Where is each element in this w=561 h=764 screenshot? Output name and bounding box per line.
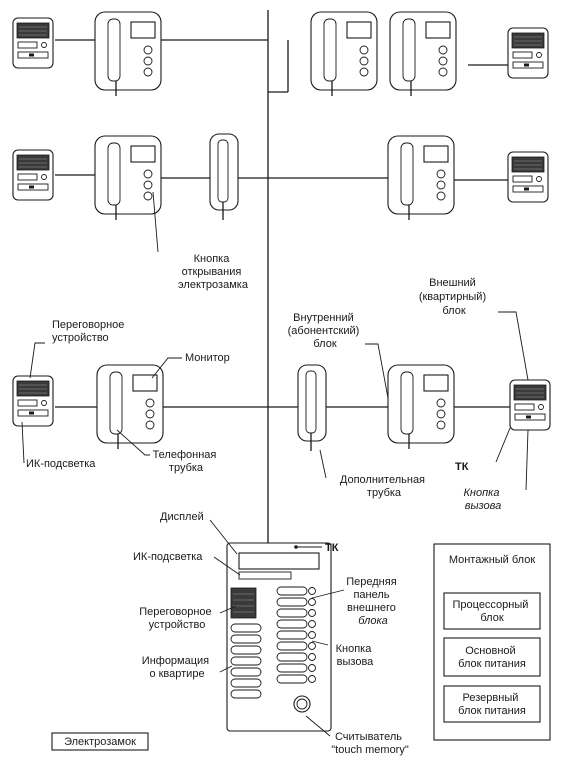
label-panel-call-button: Кнопка вызова xyxy=(336,643,375,668)
mounting-processor: Процессорный блок xyxy=(453,599,532,624)
label-display: Дисплей xyxy=(160,511,204,523)
indoor-monitor xyxy=(387,364,455,450)
label-extra-handset: Дополнительная трубка xyxy=(340,474,428,499)
label-external-unit: Внешний (квартирный) блок xyxy=(419,277,489,317)
front-panel xyxy=(226,542,332,732)
mounting-main-power: Основной блок питания xyxy=(458,645,526,670)
outdoor-unit xyxy=(12,17,54,69)
label-panel-ir-light: ИК-подсветка xyxy=(133,551,203,563)
label-panel-intercom: Переговорное устройство xyxy=(139,606,214,631)
label-tk: ТК xyxy=(455,461,469,473)
indoor-monitor xyxy=(96,364,164,450)
label-front-panel: Передняя панель внешнего блока xyxy=(346,576,400,627)
label-door-open-button: Кнопка открывания электрозамка xyxy=(178,253,249,291)
label-lock: Электрозамок xyxy=(64,736,136,748)
outdoor-unit xyxy=(12,149,54,201)
outdoor-unit xyxy=(509,379,551,431)
extra-handset xyxy=(297,364,327,452)
indoor-monitor xyxy=(310,11,378,97)
mounting-title: Монтажный блок xyxy=(449,554,536,566)
outdoor-unit xyxy=(507,27,549,79)
mounting-block xyxy=(433,543,551,741)
label-internal-unit: Внутренний (абонентский) блок xyxy=(288,312,363,350)
mounting-backup-power: Резервный блок питания xyxy=(458,692,526,717)
label-call-button: Кнопка вызова xyxy=(463,487,502,512)
bus-lines xyxy=(55,10,510,545)
label-reader: Считыватель "touch memory" xyxy=(331,731,409,756)
indoor-monitor xyxy=(94,135,162,221)
outdoor-unit xyxy=(507,151,549,203)
lock-box xyxy=(51,732,149,751)
label-monitor: Монитор xyxy=(185,352,230,364)
indoor-monitor xyxy=(387,135,455,221)
extra-handset xyxy=(209,133,239,221)
label-panel-tk: ТК xyxy=(325,542,339,554)
indoor-monitor xyxy=(389,11,457,97)
label-apartment-info: Информация о квартире xyxy=(142,655,212,680)
label-ir-light: ИК-подсветка xyxy=(26,458,96,470)
label-handset: Телефонная трубка xyxy=(153,449,220,474)
outdoor-unit xyxy=(12,375,54,427)
label-intercom-device: Переговорное устройство xyxy=(52,319,127,344)
indoor-monitor xyxy=(94,11,162,97)
